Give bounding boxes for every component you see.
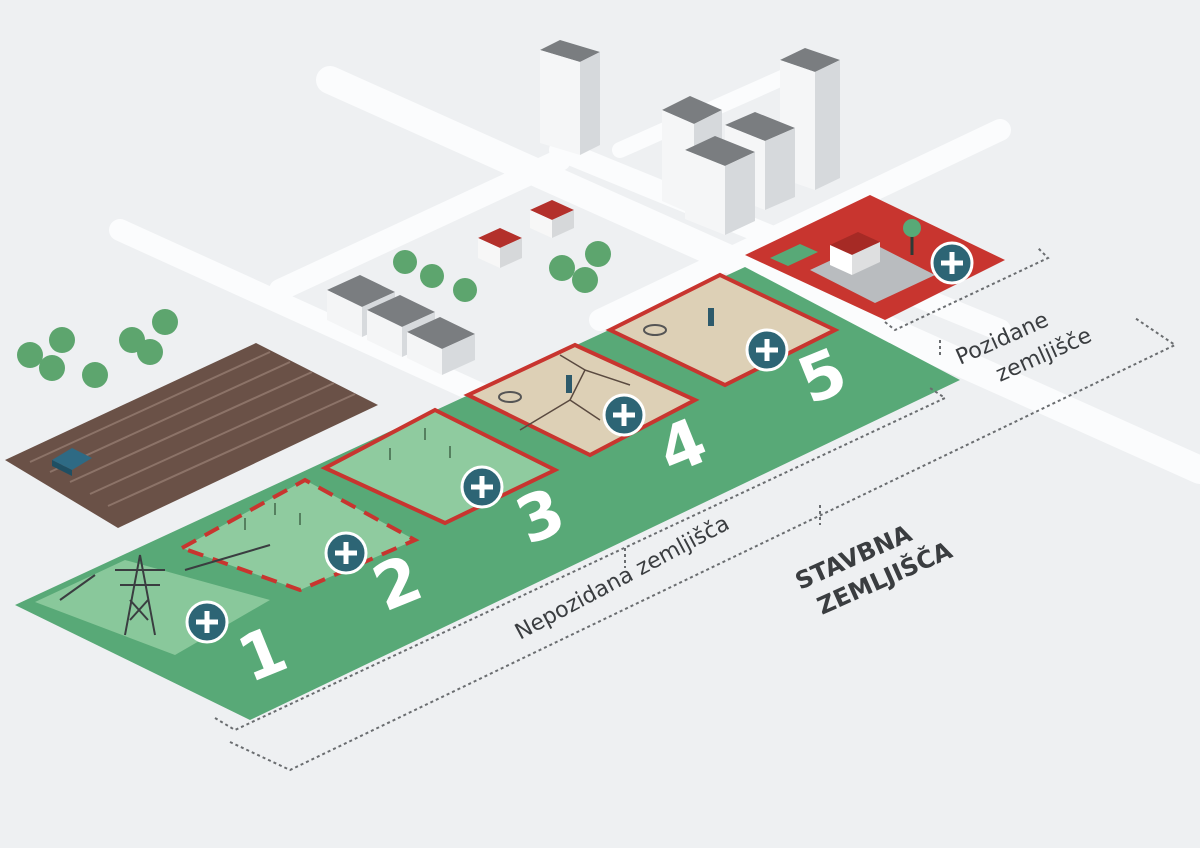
built-bracket xyxy=(884,247,1050,332)
plus-circle-icon xyxy=(613,404,635,426)
built-plot-plus-button[interactable] xyxy=(930,241,974,285)
farmland xyxy=(5,343,378,528)
plus-buttons xyxy=(185,241,974,644)
plus-circle-icon xyxy=(756,339,778,361)
road xyxy=(589,119,1011,331)
houses xyxy=(478,200,574,268)
plus-circle-icon xyxy=(335,542,357,564)
road xyxy=(269,149,571,301)
plot-numbers: 1 2 3 4 5 xyxy=(228,335,857,698)
plus-circle-icon xyxy=(941,252,963,274)
power-pylon-icon xyxy=(59,544,271,636)
tractor-icon xyxy=(52,448,92,476)
bracket-lines xyxy=(214,247,1178,772)
plot-4-plus-button[interactable] xyxy=(602,393,646,437)
tower-buildings xyxy=(540,40,840,235)
plowed-field xyxy=(5,343,378,528)
worker-icon xyxy=(566,308,714,393)
tree-cluster xyxy=(17,241,611,388)
plot-5-plus-button[interactable] xyxy=(745,328,789,372)
plus-circle-icon xyxy=(471,476,493,498)
warehouses xyxy=(327,275,475,375)
plot-1-plus-button[interactable] xyxy=(185,600,229,644)
plus-circle-icon xyxy=(196,611,218,633)
plot-2-plus-button[interactable] xyxy=(324,531,368,575)
house-icon xyxy=(830,232,880,275)
plot-3-plus-button[interactable] xyxy=(460,465,504,509)
unbuilt-bracket xyxy=(214,387,948,732)
road xyxy=(316,66,1200,484)
built-plot xyxy=(745,195,1005,320)
tree-icon xyxy=(903,219,921,255)
